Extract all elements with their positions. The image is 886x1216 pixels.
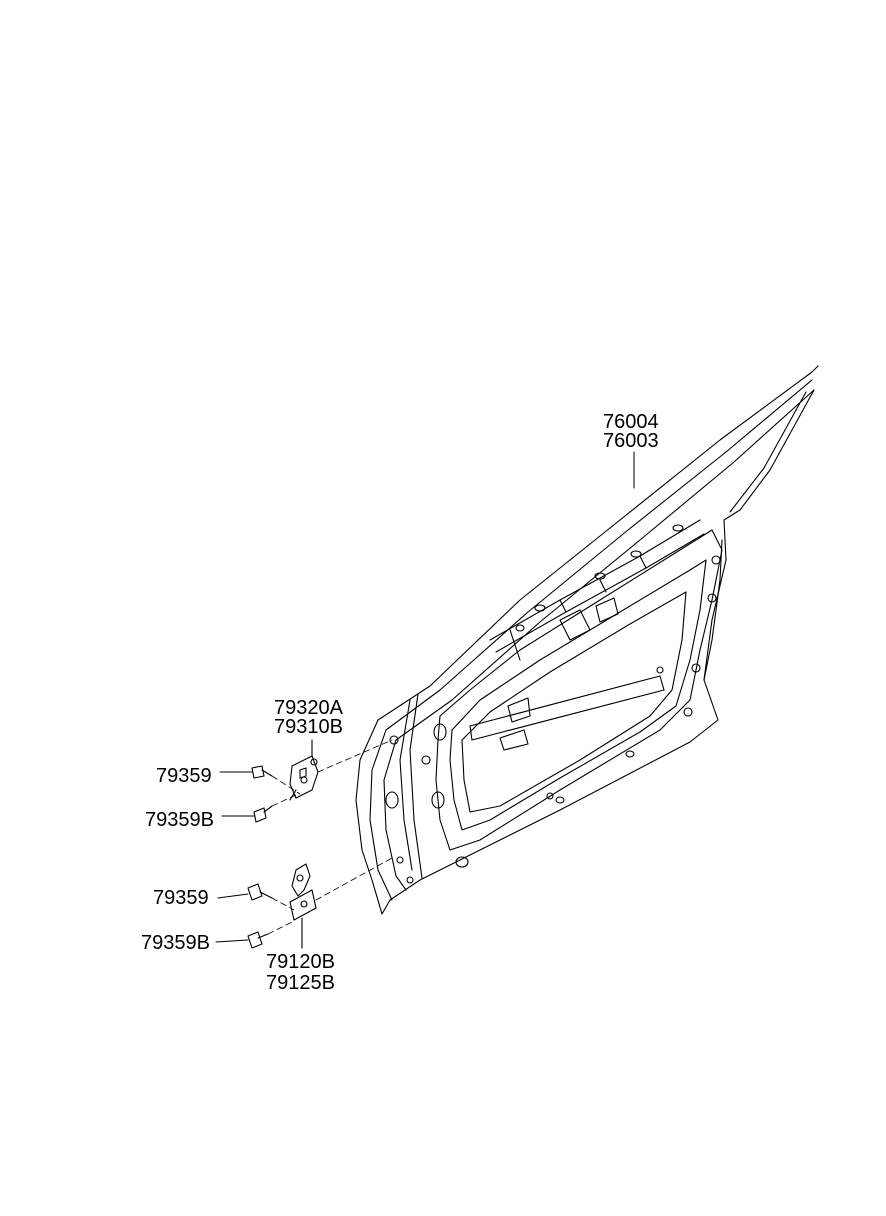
door-outer-frame (355, 365, 819, 915)
door-inner-opening (435, 529, 723, 851)
leader-lines (215, 451, 635, 943)
callout-lower-hinge-b: 79125B (266, 972, 335, 994)
callout-lower-hinge-a: 79120B (266, 951, 335, 973)
callout-door-panel-b: 76003 (603, 430, 659, 452)
door-holes (385, 524, 721, 884)
belt-reinforcement (489, 519, 705, 661)
callout-lower-bolt-b: 79359B (141, 932, 210, 954)
callout-door-panel-a: 76004 (603, 411, 659, 433)
callout-lower-bolt: 79359 (153, 887, 209, 909)
lower-hinge (289, 863, 317, 949)
callout-upper-bolt-b: 79359B (145, 809, 214, 831)
regulator-brackets (499, 597, 619, 751)
impact-beam (469, 675, 665, 741)
upper-hinge (289, 739, 319, 801)
assembly-lines (267, 739, 393, 935)
callout-upper-hinge-b: 79310B (274, 716, 343, 738)
callout-upper-bolt: 79359 (156, 765, 212, 787)
bolts (247, 765, 273, 949)
callout-upper-hinge-a: 79320A (274, 697, 343, 719)
